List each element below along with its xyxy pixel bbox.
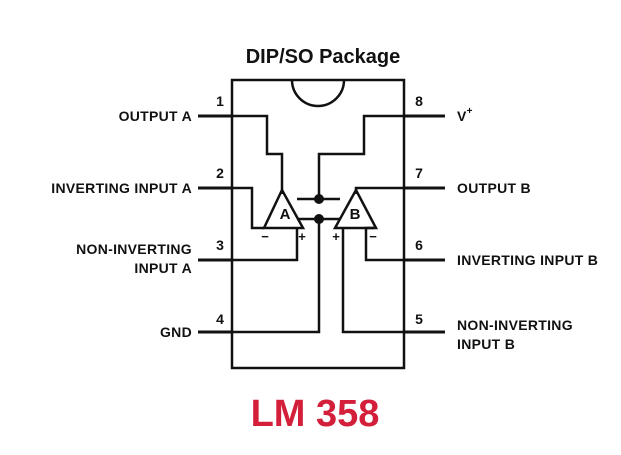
pin-number-5: 5: [415, 311, 423, 327]
junction-vplus: [314, 194, 324, 204]
pin-label-noninverting-input-a-line2: INPUT A: [134, 260, 192, 276]
pin-number-7: 7: [415, 165, 423, 181]
pin-label-vplus: V+: [457, 106, 473, 124]
pin-label-output-a: OUTPUT A: [119, 108, 192, 124]
opamp-b-label: B: [350, 206, 361, 223]
wire-vplus: [317, 114, 404, 199]
pin-label-noninverting-input-b-line2: INPUT B: [457, 336, 515, 352]
chip-body: [230, 78, 406, 370]
pin-label-noninverting-input-a-line1: NON-INVERTING: [76, 241, 192, 257]
pin-label-noninverting-input-b-line1: NON-INVERTING: [457, 317, 573, 333]
pin-number-2: 2: [216, 165, 224, 181]
pin1-notch: [290, 79, 346, 108]
pin-label-output-b: OUTPUT B: [457, 180, 531, 196]
opamp-a-label: A: [280, 206, 291, 223]
pin-number-6: 6: [415, 237, 423, 253]
opamp-b-minus: −: [369, 229, 377, 244]
junction-gnd: [314, 214, 324, 224]
opamp-a-plus: +: [298, 229, 306, 244]
wire-noninverting-a: [232, 228, 299, 262]
wire-output-a: [232, 114, 284, 194]
opamp-a-minus: −: [261, 229, 269, 244]
opamp-a-symbol: [262, 187, 306, 230]
pin-number-8: 8: [415, 93, 423, 109]
pin-label-inverting-input-a: INVERTING INPUT A: [51, 180, 192, 196]
pin-label-vplus-sup: +: [467, 106, 473, 117]
wire-noninverting-b: [341, 228, 404, 334]
part-name: LM 358: [251, 393, 380, 435]
wire-inverting-a: [232, 186, 264, 230]
opamp-b-symbol: [332, 187, 379, 230]
opamp-b-plus: +: [332, 229, 340, 244]
pin-number-3: 3: [216, 237, 224, 253]
pin-number-1: 1: [216, 93, 224, 109]
pin-label-gnd: GND: [160, 324, 192, 340]
package-title: DIP/SO Package: [246, 46, 401, 68]
pin-label-inverting-input-b: INVERTING INPUT B: [457, 252, 598, 268]
wire-output-b: [354, 186, 404, 194]
pin-number-4: 4: [216, 311, 224, 327]
wire-gnd: [232, 219, 321, 334]
